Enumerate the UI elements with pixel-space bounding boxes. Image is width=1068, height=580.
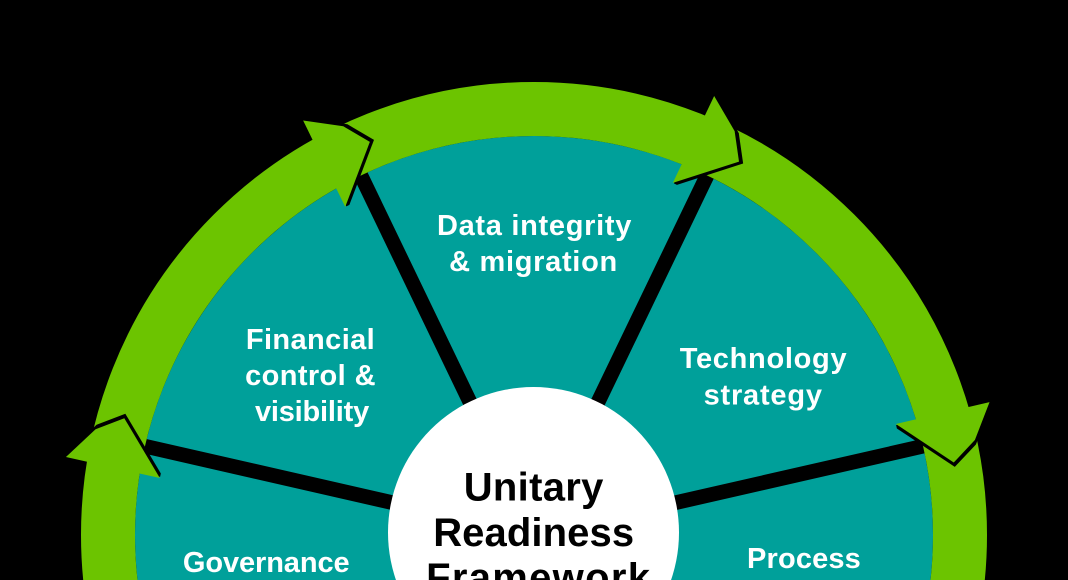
svg-text:Framework: Framework: [426, 556, 651, 580]
svg-text:Process: Process: [747, 543, 861, 575]
svg-text:Readiness: Readiness: [433, 511, 634, 555]
svg-text:visibility: visibility: [255, 396, 369, 428]
svg-text:Governance: Governance: [183, 547, 350, 579]
svg-text:Unitary: Unitary: [464, 466, 604, 510]
svg-text:control &: control &: [245, 360, 376, 392]
svg-text:Financial: Financial: [246, 324, 375, 356]
svg-text:Technology: Technology: [680, 343, 848, 375]
svg-text:Data integrity: Data integrity: [437, 210, 632, 242]
svg-text:& migration: & migration: [449, 246, 618, 278]
svg-text:strategy: strategy: [704, 380, 823, 412]
